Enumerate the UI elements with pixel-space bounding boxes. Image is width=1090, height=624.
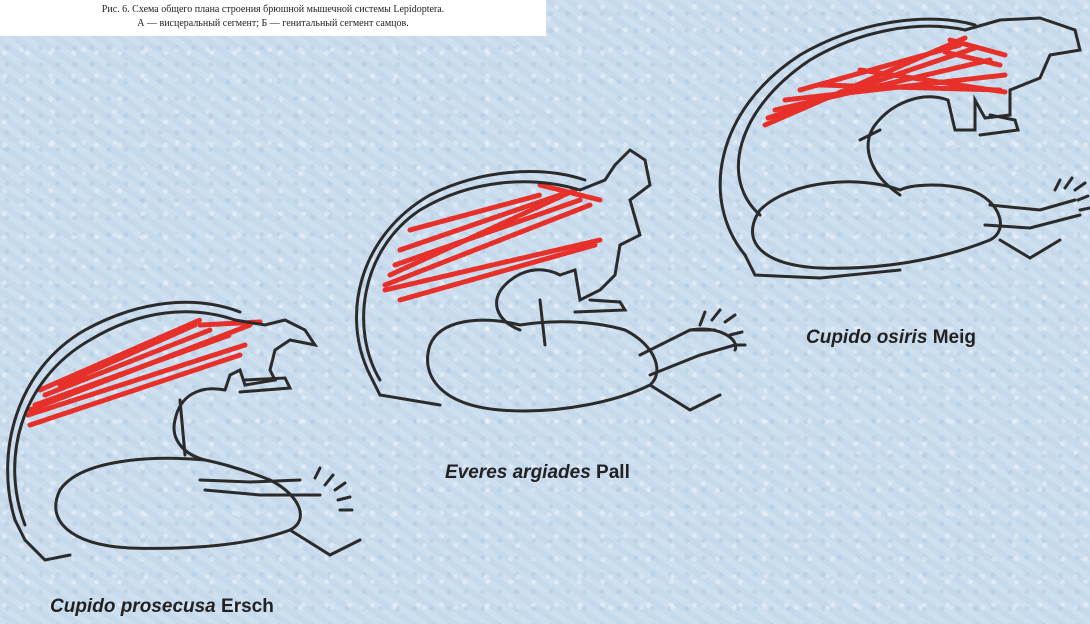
label-prosecusa-author: Ersch: [221, 596, 274, 617]
label-osiris-name: Cupido osiris: [806, 327, 927, 348]
label-everes-argiades: Everes argiades Pall: [445, 462, 630, 484]
label-osiris-author: Meig: [933, 327, 976, 348]
muscle-bands-prosecusa: [28, 320, 260, 425]
specimen-prosecusa-drawing: [8, 302, 360, 560]
label-argiades-author: Pall: [596, 462, 630, 483]
specimen-osiris-drawing: [720, 18, 1090, 278]
label-cupido-prosecusa: Cupido prosecusa Ersch: [50, 596, 274, 618]
muscle-bands-osiris: [765, 38, 1005, 125]
label-argiades-name: Everes argiades: [445, 462, 591, 483]
specimen-argiades-drawing: [357, 150, 746, 411]
label-prosecusa-name: Cupido prosecusa: [50, 596, 216, 617]
label-cupido-osiris: Cupido osiris Meig: [806, 327, 976, 349]
